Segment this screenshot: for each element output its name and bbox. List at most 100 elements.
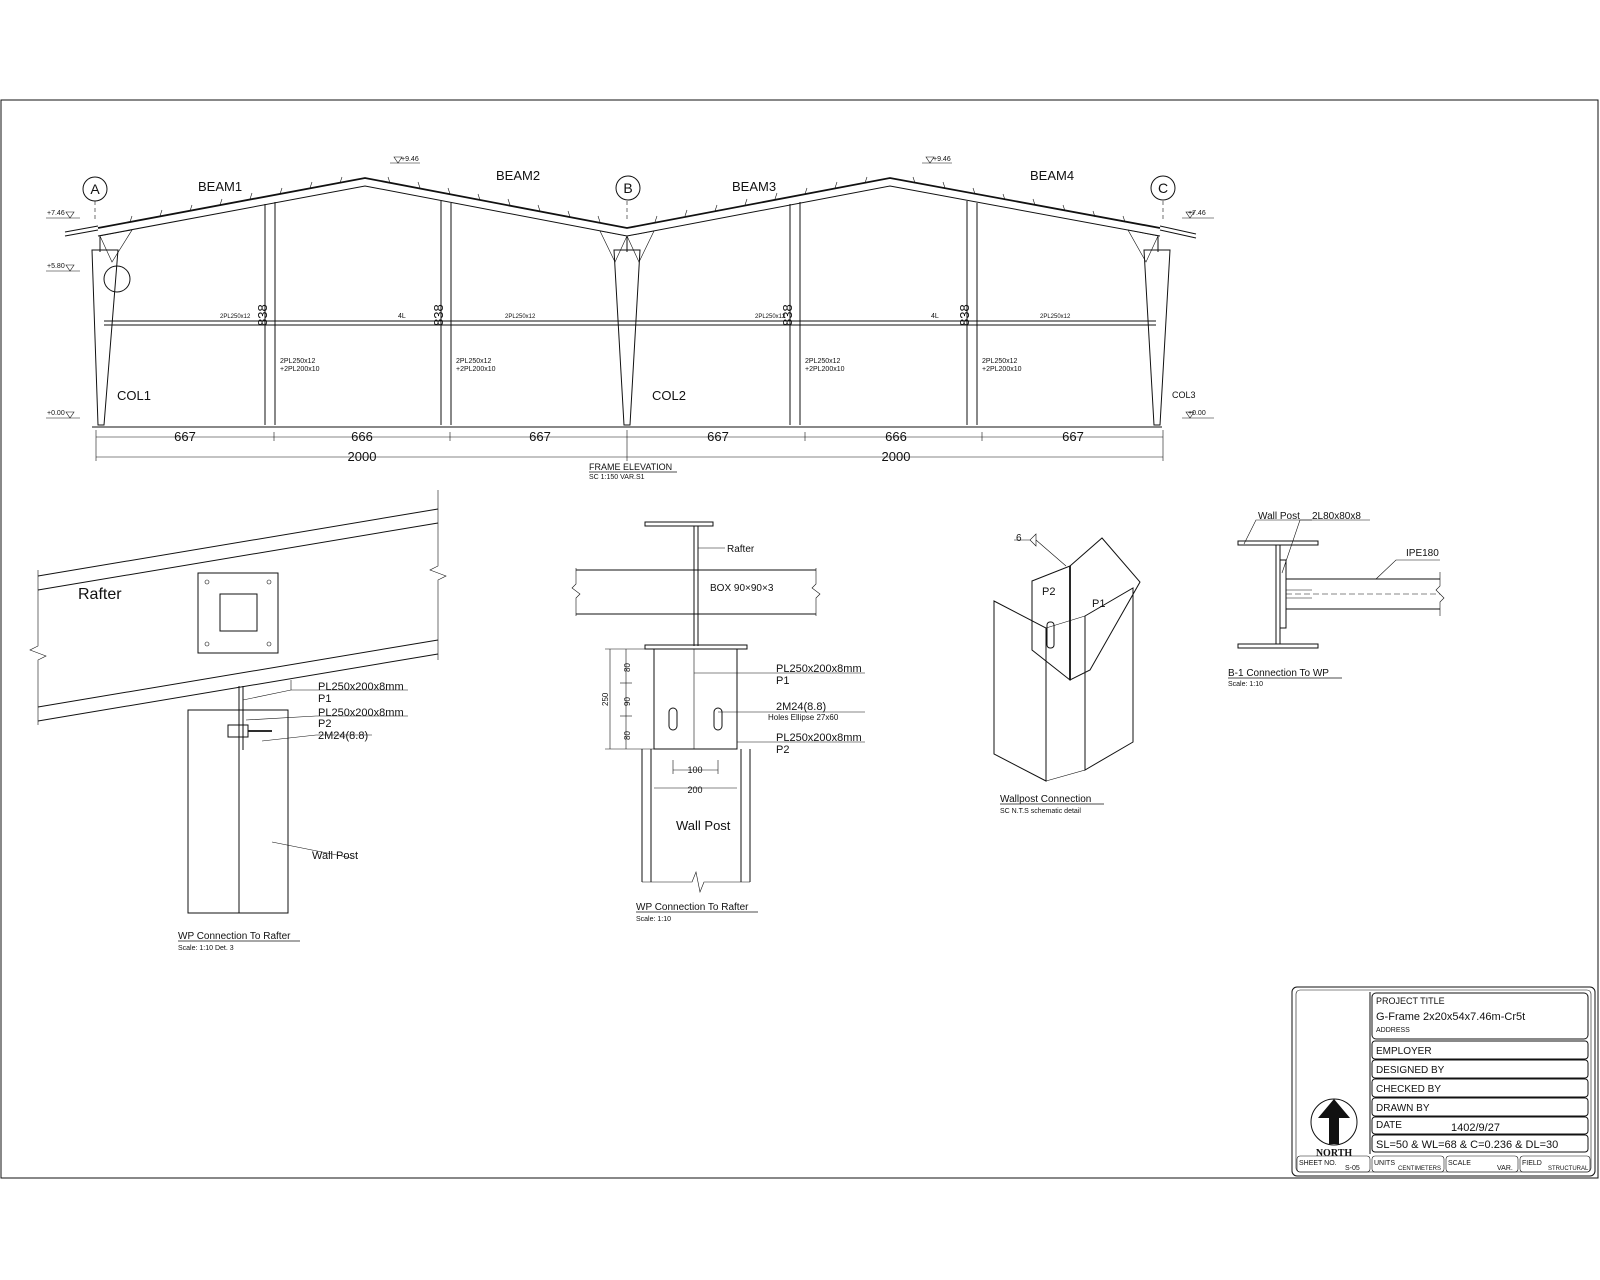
svg-text:2PL250x12: 2PL250x12 [456,358,492,365]
svg-text:P1: P1 [1092,598,1105,610]
svg-text:+9.46: +9.46 [933,156,951,163]
wall-post [187,709,289,914]
svg-text:P2: P2 [318,718,331,730]
connection-plate [653,648,738,750]
svg-text:CENTIMETERS: CENTIMETERS [1398,1166,1441,1172]
svg-text:+7.46: +7.46 [47,210,65,217]
svg-text:+2PL200x10: +2PL200x10 [805,366,845,373]
grid-bubble-c [1150,175,1176,201]
wall-post-label: Wall Post [676,818,731,833]
column-col2 [613,249,641,426]
svg-text:2L80x80x8: 2L80x80x8 [1312,511,1361,522]
svg-text:EMPLOYER: EMPLOYER [1376,1046,1432,1057]
svg-text:2M24(8.8): 2M24(8.8) [776,701,826,713]
svg-text:STRUCTURAL: STRUCTURAL [1548,1166,1589,1172]
rafter-line [97,177,1161,229]
svg-text:100: 100 [687,765,702,775]
svg-text:2PL250x12: 2PL250x12 [280,358,316,365]
svg-text:PL250x200x8mm: PL250x200x8mm [776,663,862,675]
svg-text:4L: 4L [931,313,939,320]
detail1-title: WP Connection To Rafter [178,931,291,942]
svg-text:2PL250x12: 2PL250x12 [1040,314,1071,320]
svg-text:FIELD: FIELD [1522,1160,1542,1167]
dim-small: 667 [707,429,729,444]
grid-label-b: B [623,180,632,196]
svg-text:250: 250 [601,692,610,706]
dim-small: 667 [529,429,551,444]
svg-text:VAR.: VAR. [1497,1165,1513,1172]
svg-text:Rafter: Rafter [727,544,755,555]
svg-text:2PL250x12: 2PL250x12 [805,358,841,365]
svg-text:+2PL200x10: +2PL200x10 [456,366,496,373]
svg-text:IPE180: IPE180 [1406,548,1439,559]
svg-text:2PL250x12: 2PL250x12 [982,358,1018,365]
title-block: PROJECT TITLE G-Frame 2x20x54x7.46m-Cr5t… [1291,986,1596,1177]
svg-text:Holes Ellipse 27x60: Holes Ellipse 27x60 [768,713,839,722]
svg-text:838: 838 [255,304,270,326]
column-col3 [1143,249,1171,426]
column-label: COL3 [1172,390,1196,400]
dim-small: 667 [174,429,196,444]
svg-text:+9.46: +9.46 [401,156,419,163]
detail3-title: Wallpost Connection [1000,794,1091,805]
dim-small: 666 [885,429,907,444]
beam-label: BEAM4 [1030,168,1074,183]
svg-text:ADDRESS: ADDRESS [1376,1027,1410,1034]
detail-wp-rafter-front: BOX 90×90×3 Rafter Wall Post 250 80 90 8… [571,521,865,923]
svg-text:BOX 90×90×3: BOX 90×90×3 [710,583,774,594]
svg-text:SC N.T.S schematic detail: SC N.T.S schematic detail [1000,808,1081,815]
svg-text:Scale: 1:10 Det. 3: Scale: 1:10 Det. 3 [178,945,234,952]
svg-text:+5.80: +5.80 [47,263,65,270]
column-label: COL2 [652,388,686,403]
rafter-label: Rafter [78,586,122,603]
dim-total: 2000 [348,449,377,464]
grid-label-a: A [90,181,100,197]
frame-elevation-title: FRAME ELEVATION [589,462,672,472]
dim-total: 2000 [882,449,911,464]
svg-text:80: 80 [623,731,632,740]
load-summary: SL=50 & WL=68 & C=0.236 & DL=30 [1376,1139,1558,1151]
svg-text:838: 838 [780,304,795,326]
svg-text:DATE: DATE [1376,1120,1402,1131]
column-col1 [91,249,119,426]
beam-label: BEAM3 [732,179,776,194]
sheet-border [0,99,1599,1179]
svg-text:4L: 4L [398,313,406,320]
project-title: G-Frame 2x20x54x7.46m-Cr5t [1376,1011,1525,1023]
svg-text:P1: P1 [318,693,331,705]
svg-text:P2: P2 [1042,586,1055,598]
svg-text:PROJECT TITLE: PROJECT TITLE [1376,996,1445,1006]
detail2-title: WP Connection To Rafter [636,902,749,913]
svg-text:PL250x200x8mm: PL250x200x8mm [776,732,862,744]
svg-text:CHECKED BY: CHECKED BY [1376,1084,1441,1095]
svg-text:80: 80 [623,663,632,672]
svg-text:2M24(8.8): 2M24(8.8) [318,730,368,742]
grid-bubble-a [82,176,108,202]
svg-text:+7.46: +7.46 [1188,210,1206,217]
base-plate [197,572,279,654]
svg-text:UNITS: UNITS [1374,1160,1395,1167]
detail-wallpost-iso: 6 P2 P1 Wallpost Connection SC N.T.S sch… [993,533,1141,815]
svg-text:90: 90 [623,697,632,706]
frame-elevation: 2PL250x12 4L 2PL250x12 2PL250x12 4L 2PL2… [46,156,1214,481]
svg-text:2PL250x12: 2PL250x12 [220,314,251,320]
svg-text:DRAWN BY: DRAWN BY [1376,1103,1430,1114]
svg-text:S-05: S-05 [1345,1165,1360,1172]
beam-label: BEAM1 [198,179,242,194]
detail-b1-wp: Wall Post 2L80x80x8 IPE180 B-1 Connectio… [1228,511,1445,688]
svg-text:SC 1:150 VAR.S1: SC 1:150 VAR.S1 [589,474,645,481]
svg-text:SCALE: SCALE [1448,1160,1471,1167]
svg-text:Scale: 1:10: Scale: 1:10 [636,916,671,923]
svg-text:+2PL200x10: +2PL200x10 [280,366,320,373]
beam-label: BEAM2 [496,168,540,183]
svg-text:Scale: 1:10: Scale: 1:10 [1228,681,1263,688]
svg-text:838: 838 [957,304,972,326]
svg-text:+2PL200x10: +2PL200x10 [982,366,1022,373]
column-label: COL1 [117,388,151,403]
svg-text:2PL250x12: 2PL250x12 [505,314,536,320]
svg-text:SHEET NO.: SHEET NO. [1299,1160,1337,1167]
svg-text:Wall Post: Wall Post [1258,511,1300,522]
svg-text:DESIGNED BY: DESIGNED BY [1376,1065,1445,1076]
svg-text:P2: P2 [776,744,789,756]
